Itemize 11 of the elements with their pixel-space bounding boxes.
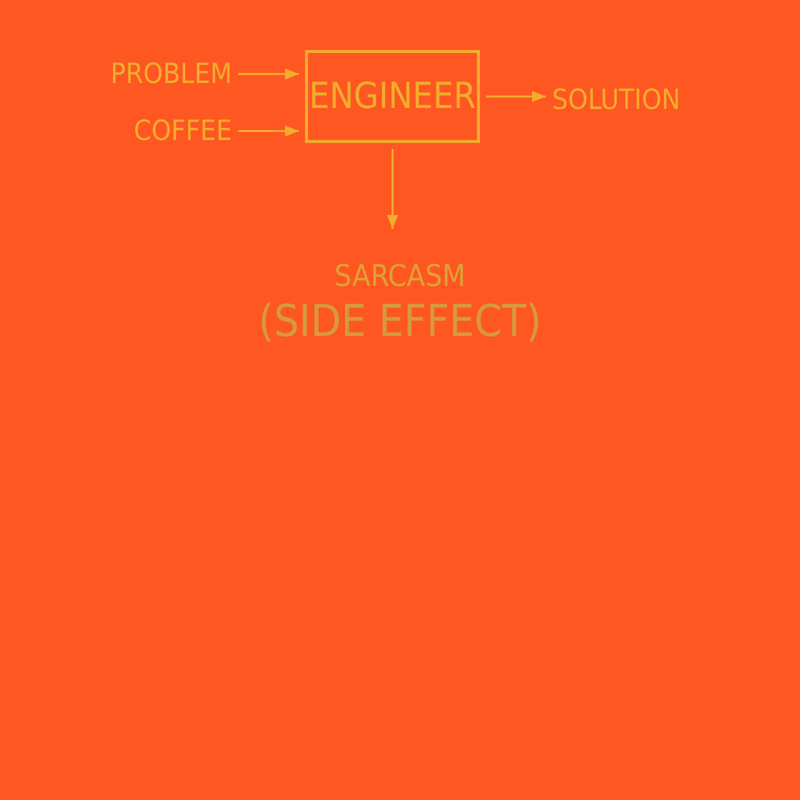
- arrow: [486, 90, 546, 102]
- arrow: [238, 68, 299, 80]
- note-text: (SIDE EFFECT): [258, 300, 542, 344]
- process-box: [305, 50, 480, 143]
- process-label: ENGINEER: [309, 78, 476, 114]
- node-label: COFFEE: [134, 117, 232, 145]
- arrow: [386, 149, 398, 229]
- node-label: SOLUTION: [552, 86, 680, 114]
- arrow: [238, 125, 299, 137]
- node-label: PROBLEM: [110, 60, 232, 88]
- node-label: SARCASM: [334, 262, 466, 292]
